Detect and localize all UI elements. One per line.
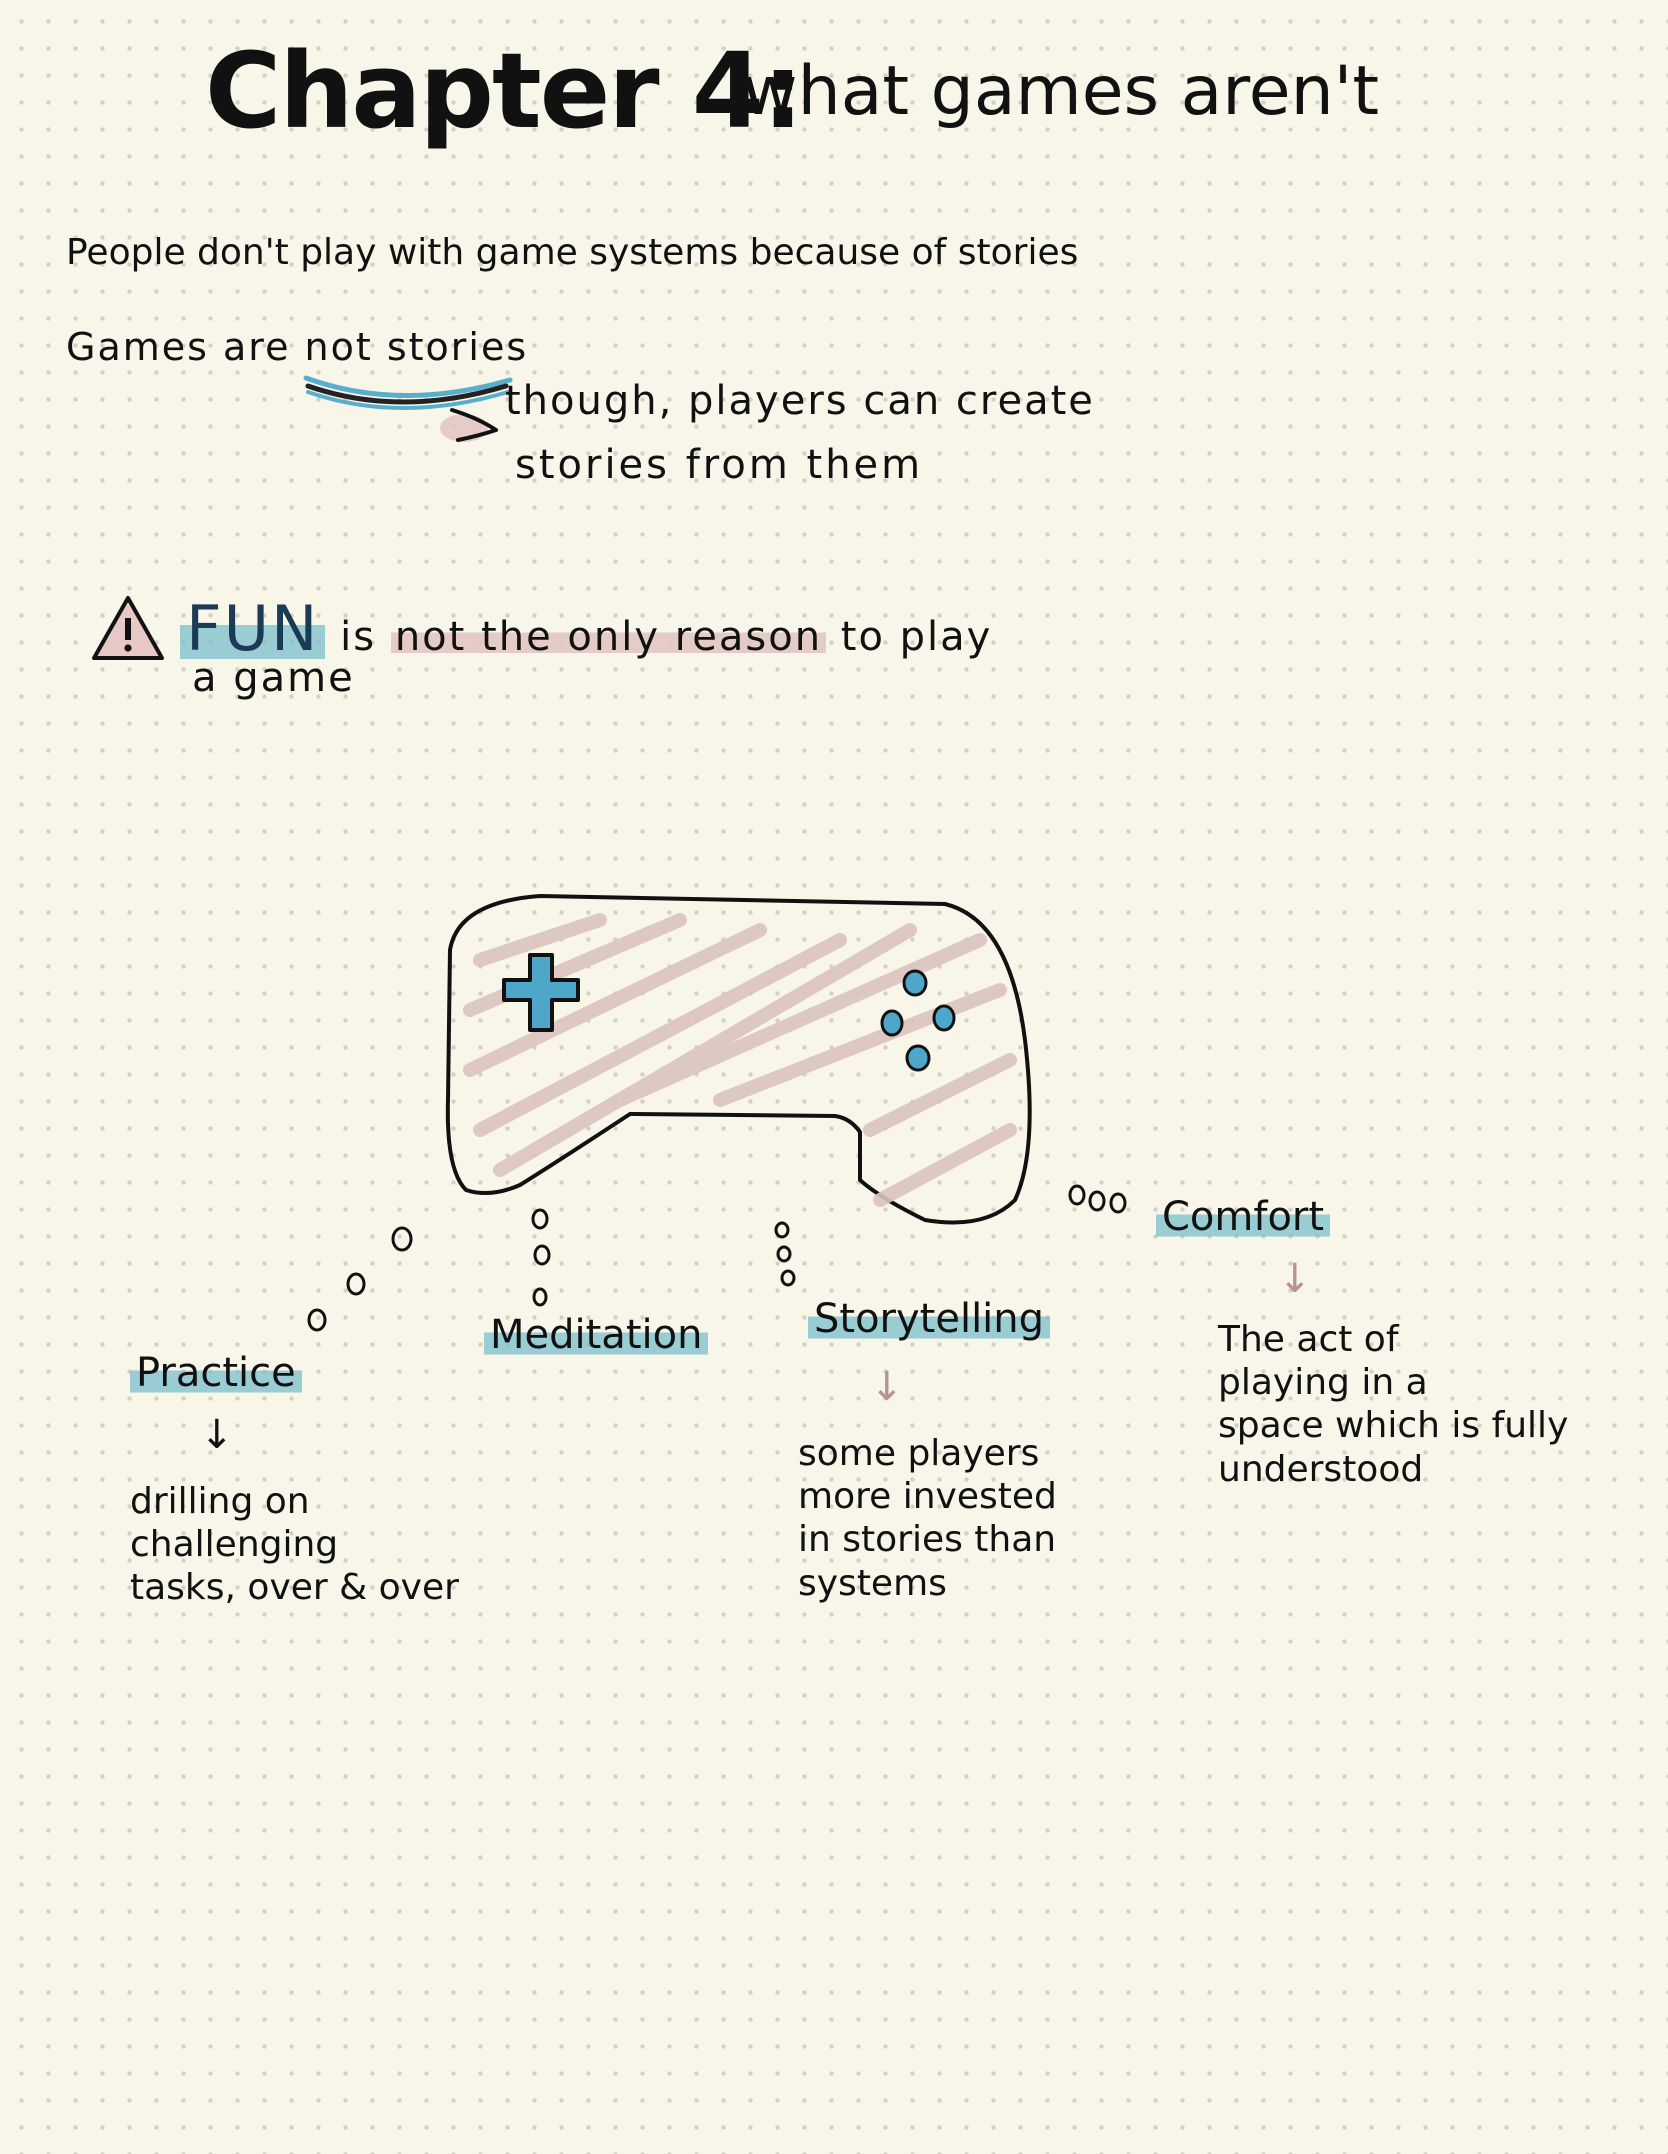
fun-word: FUN (180, 592, 326, 665)
branch-desc-practice: drilling on challenging tasks, over & ov… (130, 1481, 459, 1609)
page-title: Chapter 4: (205, 30, 804, 152)
note-line-1: People don't play with game systems beca… (66, 232, 1079, 273)
game-controller-icon (445, 894, 1032, 1225)
curved-arrow-icon (440, 408, 498, 442)
fun-highlighted-phrase: not the only reason (390, 614, 827, 660)
branch-label-storytelling: Storytelling (808, 1296, 1051, 1342)
branch-label-practice: Practice (130, 1350, 302, 1396)
double-underline-mark (303, 375, 513, 410)
fun-rest: to play (826, 614, 993, 660)
fun-is: is (325, 614, 391, 660)
note-line-2: Games are not stories (66, 325, 528, 369)
connector-dots-practice (307, 1226, 413, 1332)
sub-note-line-2: stories from them (515, 442, 924, 488)
note-line-2-prefix: Games are (66, 325, 305, 369)
branch-label-meditation: Meditation (484, 1312, 709, 1358)
branch-desc-storytelling: some players more invested in stories th… (798, 1433, 1057, 1604)
down-arrow-icon: ↓ (870, 1364, 904, 1410)
note-line-2-underlined: not stories (304, 325, 529, 369)
page-subtitle: what games aren't (742, 52, 1380, 131)
branch-label-comfort: Comfort (1156, 1194, 1331, 1240)
fun-statement: FUN is not the only reason to play (180, 592, 992, 665)
down-arrow-icon: ↓ (200, 1412, 234, 1458)
branch-desc-comfort: The act of playing in a space which is f… (1218, 1319, 1569, 1490)
warning-triangle-icon (92, 596, 164, 660)
connector-dots-meditation (531, 1208, 551, 1307)
connector-dots-storytelling (774, 1221, 796, 1287)
sub-note-line-1: though, players can create (505, 378, 1095, 424)
down-arrow-icon: ↓ (1278, 1256, 1312, 1302)
fun-statement-line-2: a game (192, 655, 355, 701)
connector-dots-comfort (1068, 1184, 1127, 1214)
